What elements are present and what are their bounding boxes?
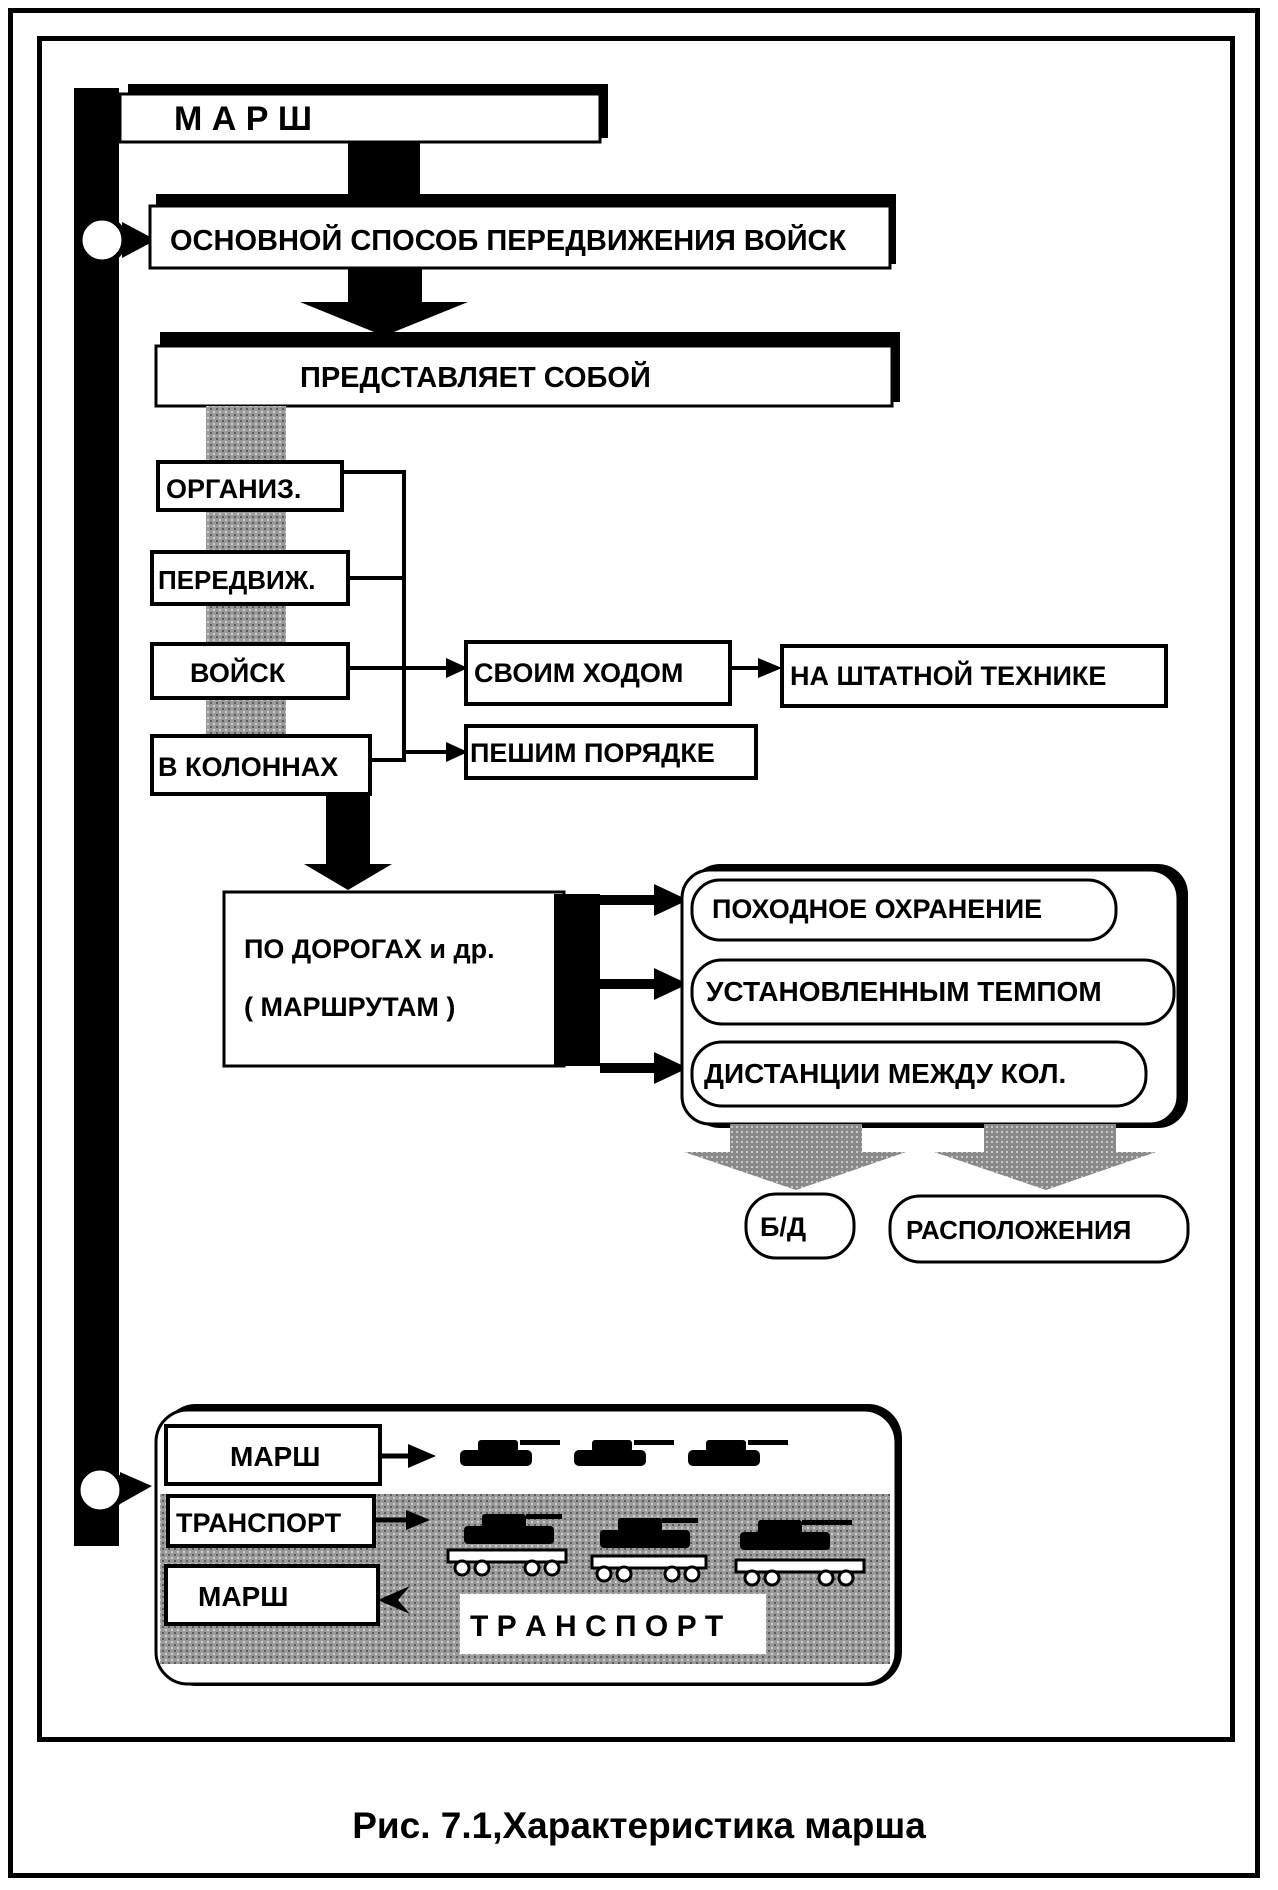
term-label: ПЕРЕДВИЖ. xyxy=(158,565,315,595)
outcome-label: РАСПОЛОЖЕНИЯ xyxy=(906,1215,1131,1245)
flow-arrow-head xyxy=(300,302,468,336)
terms-connectors xyxy=(342,470,450,762)
represents-label: ПРЕДСТАВЛЯЕТ СОБОЙ xyxy=(300,360,651,394)
term-label: ОРГАНИЗ. xyxy=(166,474,301,504)
connector-circle xyxy=(80,218,124,262)
condition-arrows xyxy=(600,884,688,1084)
spine-bar xyxy=(74,88,119,1546)
march-method-label: МАРШ xyxy=(230,1441,320,1472)
condition-label: ДИСТАНЦИИ МЕЖДУ КОЛ. xyxy=(704,1058,1066,1089)
figure-caption: Рис. 7.1,Характеристика марша xyxy=(0,1805,1278,1847)
transport-method-label: ТРАНСПОРТ xyxy=(176,1508,342,1538)
march-method-label: МАРШ xyxy=(198,1581,288,1612)
flow-arrow-shaft xyxy=(348,268,422,302)
transport-banner-label: Т Р А Н С П О Р Т xyxy=(470,1610,723,1643)
outcome-arrow-head xyxy=(684,1152,906,1190)
term-label: ВОЙСК xyxy=(190,657,286,688)
definition-label: ОСНОВНОЙ СПОСОБ ПЕРЕДВИЖЕНИЯ ВОЙСК xyxy=(170,223,846,257)
flow-arrow-head xyxy=(304,864,392,890)
connector-circle xyxy=(78,1468,122,1512)
outcome-arrow-shaft xyxy=(984,1124,1116,1154)
flow-arrow xyxy=(348,142,420,202)
outcome-arrow-shaft xyxy=(730,1124,862,1154)
regular-equipment-label: НА ШТАТНОЙ ТЕХНИКЕ xyxy=(790,660,1106,691)
arrow-head xyxy=(758,658,782,678)
condition-label: ПОХОДНОЕ ОХРАНЕНИЕ xyxy=(712,894,1042,924)
routes-bar xyxy=(554,894,600,1066)
title-label: М А Р Ш xyxy=(174,100,312,138)
outcome-label: Б/Д xyxy=(760,1212,806,1242)
condition-label: УСТАНОВЛЕННЫМ ТЕМПОМ xyxy=(706,976,1102,1007)
on-foot-label: ПЕШИМ ПОРЯДКЕ xyxy=(470,738,715,768)
routes-label-line1: ПО ДОРОГАХ и др. xyxy=(244,934,495,964)
term-label: В КОЛОННАХ xyxy=(158,752,338,782)
connector-pointer xyxy=(120,1472,152,1504)
routes-label-line2: ( МАРШРУТАМ ) xyxy=(244,992,455,1022)
outcome-arrow-head xyxy=(934,1152,1156,1190)
vehicle-icons xyxy=(460,1440,788,1466)
flow-arrow-shaft xyxy=(326,794,370,866)
own-power-label: СВОИМ ХОДОМ xyxy=(474,658,683,688)
routes-box xyxy=(224,892,564,1066)
